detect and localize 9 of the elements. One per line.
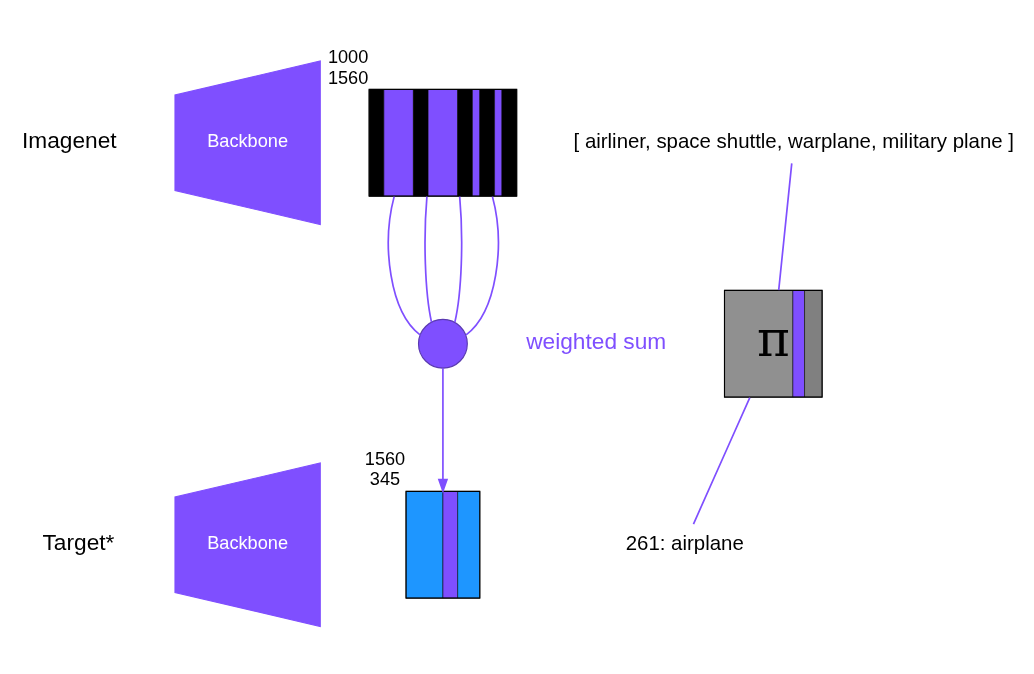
node-label: weighted sum (526, 327, 667, 354)
node-label: 1560 (364, 448, 406, 469)
node-text: [ airliner, space shuttle, warplane, military plane ] (573, 129, 1014, 152)
label: Target* (42, 528, 115, 555)
node-label: 1000 (327, 46, 369, 67)
label: Imagenet (22, 126, 117, 153)
node-label: 1560 (327, 67, 369, 88)
node-label: 345 (369, 468, 401, 489)
node-text: 261: airplane (625, 531, 744, 554)
